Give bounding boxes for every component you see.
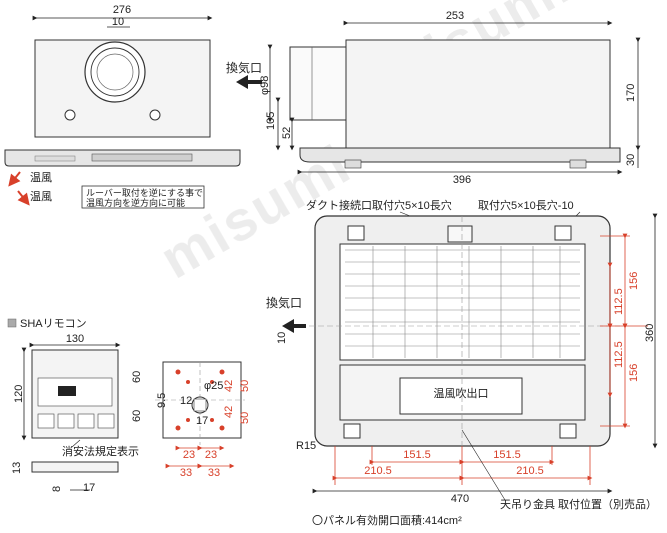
dim-side-width: 253 xyxy=(446,10,464,22)
dim-23-left: 23 xyxy=(183,449,195,461)
dim-diameter: φ98 xyxy=(259,76,271,95)
warm-outlet-box xyxy=(399,377,523,415)
remote-title: SHAリモコン xyxy=(20,318,87,330)
dim-170: 170 xyxy=(625,84,637,102)
dim-front-10: 10 xyxy=(112,16,124,28)
louver-note-box xyxy=(81,185,205,209)
dim-2105-left: 210.5 xyxy=(364,465,392,477)
dim-23-right: 23 xyxy=(205,449,217,461)
dim-1125-lower: 112.5 xyxy=(613,341,625,368)
dim-12: 12 xyxy=(180,395,192,407)
dim-60-upper: 60 xyxy=(131,371,143,383)
louver-note-line1: ルーバー取付を逆にする事で xyxy=(86,187,203,198)
dim-50-lower: 50 xyxy=(239,412,251,424)
side-body xyxy=(314,39,611,149)
exhaust-label-side: 換気口 xyxy=(226,60,262,75)
dim-17-remote: 17 xyxy=(83,482,95,494)
mount-hole-label: 取付穴5×10長穴-10 xyxy=(478,198,574,212)
dim-1125-upper: 112.5 xyxy=(613,288,625,315)
side-duct xyxy=(289,46,347,121)
dim-front-width: 276 xyxy=(113,4,131,16)
dim-156-lower: 156 xyxy=(628,364,640,382)
dim-33-right: 33 xyxy=(208,467,220,479)
fire-label: 消安法規定表示 xyxy=(62,444,139,458)
dim-60-lower: 60 xyxy=(131,410,143,422)
dim-1515-left: 151.5 xyxy=(403,449,431,461)
dim-33-left: 33 xyxy=(180,467,192,479)
plan-view: ダクト接続口取付穴5×10長穴 取付穴5×10長穴-10 xyxy=(266,198,658,527)
dim-42-lower: 42 xyxy=(223,406,235,418)
duct-hole-label: ダクト接続口取付穴5×10長穴 xyxy=(306,198,452,212)
dim-phi25: φ25 xyxy=(204,380,223,392)
dim-470: 470 xyxy=(451,493,469,505)
dim-156-upper: 156 xyxy=(628,272,640,290)
dim-95: 9.5 xyxy=(156,393,168,408)
dim-50-upper: 50 xyxy=(239,380,251,392)
remote-view: SHAリモコン 130 120 消安法規定表示 13 8 17 60 60 xyxy=(7,318,251,494)
dim-2105-right: 210.5 xyxy=(516,465,544,477)
grille-slats xyxy=(345,246,580,358)
dim-360: 360 xyxy=(644,324,656,342)
dim-30: 30 xyxy=(625,154,637,166)
dim-8: 8 xyxy=(51,486,63,492)
dim-plan-10: 10 xyxy=(276,332,288,344)
front-view: 276 10 温風 温風 ルーバー取付を逆にする事で 温風方向を逆方向に可能 xyxy=(4,4,241,209)
area-note: 〇パネル有効開口面積:414cm² xyxy=(312,513,462,527)
dim-105: 105 xyxy=(265,112,277,130)
red-dims-right xyxy=(600,233,648,429)
dim-130: 130 xyxy=(66,333,84,345)
dim-1515-right: 151.5 xyxy=(493,449,521,461)
plan-grille xyxy=(339,243,586,361)
warm-air-label-1: 温風 xyxy=(30,171,52,184)
red-dims-bottom xyxy=(332,446,593,485)
exhaust-label-plan: 換気口 xyxy=(266,295,302,310)
dim-396: 396 xyxy=(453,174,471,186)
dim-13: 13 xyxy=(11,462,23,474)
dim-42-upper: 42 xyxy=(223,380,235,392)
dim-r15: R15 xyxy=(296,440,316,452)
hanger-label: 天吊り金具 取付位置（別売品） xyxy=(500,497,657,511)
warm-air-label-2: 温風 xyxy=(30,190,52,203)
dim-120: 120 xyxy=(13,385,25,403)
louver-note-line2: 温風方向を逆方向に可能 xyxy=(86,197,185,208)
side-view: 253 換気口 φ98 105 52 170 30 396 xyxy=(226,10,641,186)
dim-17-box: 17 xyxy=(196,415,208,427)
warm-outlet-label: 温風吹出口 xyxy=(434,386,489,400)
dim-52: 52 xyxy=(281,127,293,139)
